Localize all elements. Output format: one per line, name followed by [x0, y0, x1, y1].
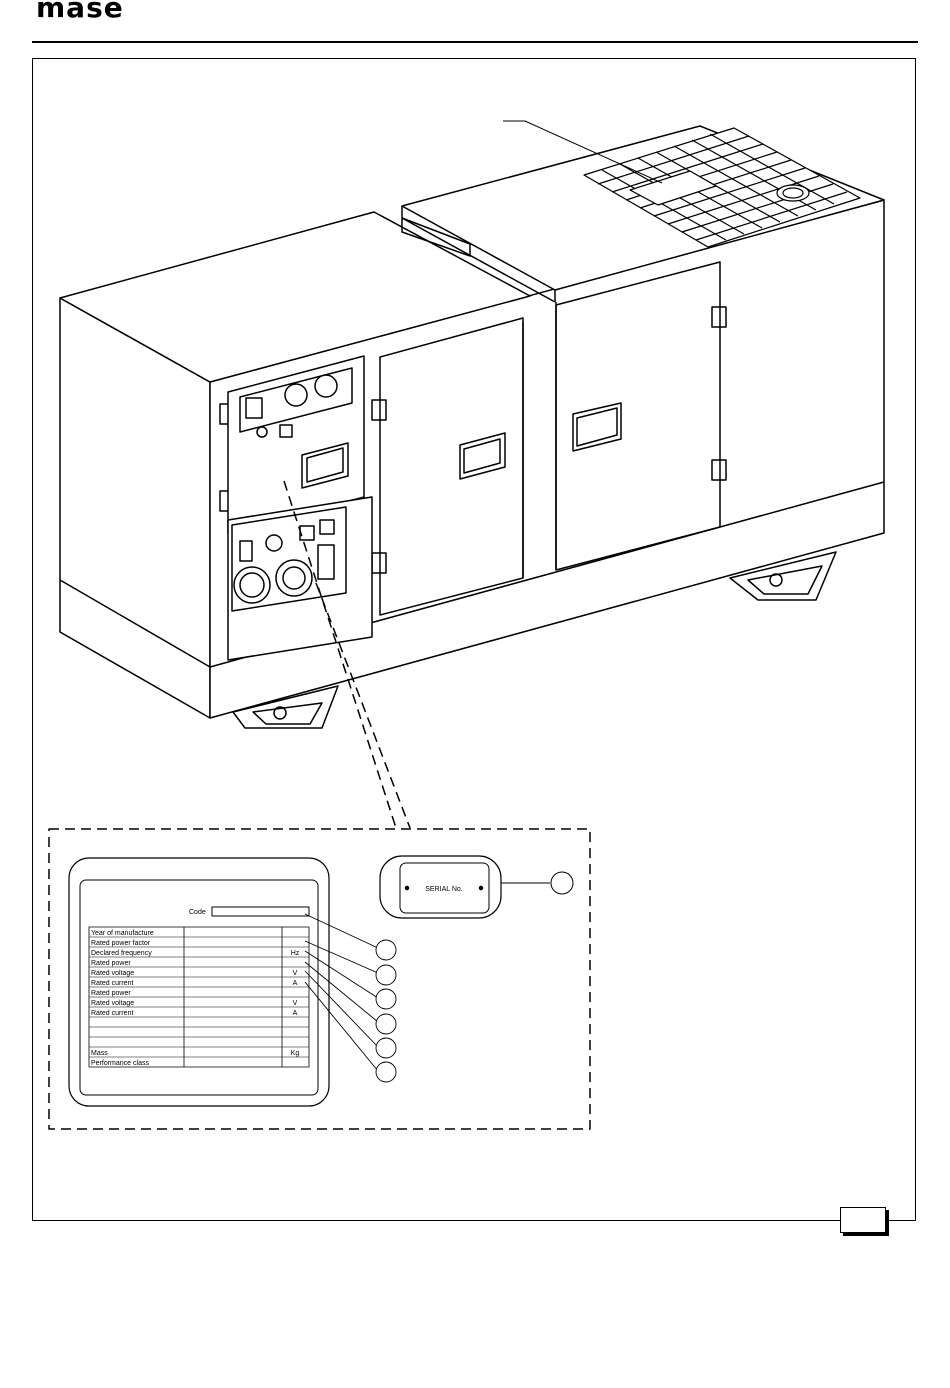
- nameplate-row-unit: Hz: [291, 950, 300, 957]
- serial-plate: [380, 856, 573, 918]
- nameplate-row-unit: V: [293, 970, 298, 977]
- nameplate-row-label: Rated voltage: [91, 1000, 134, 1007]
- nameplate-row-label: Rated voltage: [91, 970, 134, 977]
- nameplate-row-label: Rated power factor: [91, 940, 151, 947]
- nameplate-row-label: Rated current: [91, 1010, 133, 1017]
- page-number-box: [840, 1207, 886, 1233]
- nameplate-row-unit: V: [293, 1000, 298, 1007]
- nameplate-row-unit: Kg: [291, 1050, 300, 1057]
- nameplate-row-label: Performance class: [91, 1060, 149, 1067]
- nameplate-row-label: Rated power: [91, 990, 131, 997]
- nameplate-row-label: Year of manufacture: [91, 930, 154, 937]
- nameplate-row-unit: A: [293, 1010, 298, 1017]
- generator-enclosure: [60, 121, 884, 728]
- nameplate-row-unit: A: [293, 980, 298, 987]
- nameplate-row-label: Mass: [91, 1050, 108, 1057]
- serial-label: SERIAL No.: [425, 886, 463, 893]
- nameplate-row-label: Rated current: [91, 980, 133, 987]
- code-label: Code: [189, 909, 206, 916]
- nameplate-row-label: Rated power: [91, 960, 131, 967]
- nameplate-row-label: Declared frequency: [91, 950, 152, 957]
